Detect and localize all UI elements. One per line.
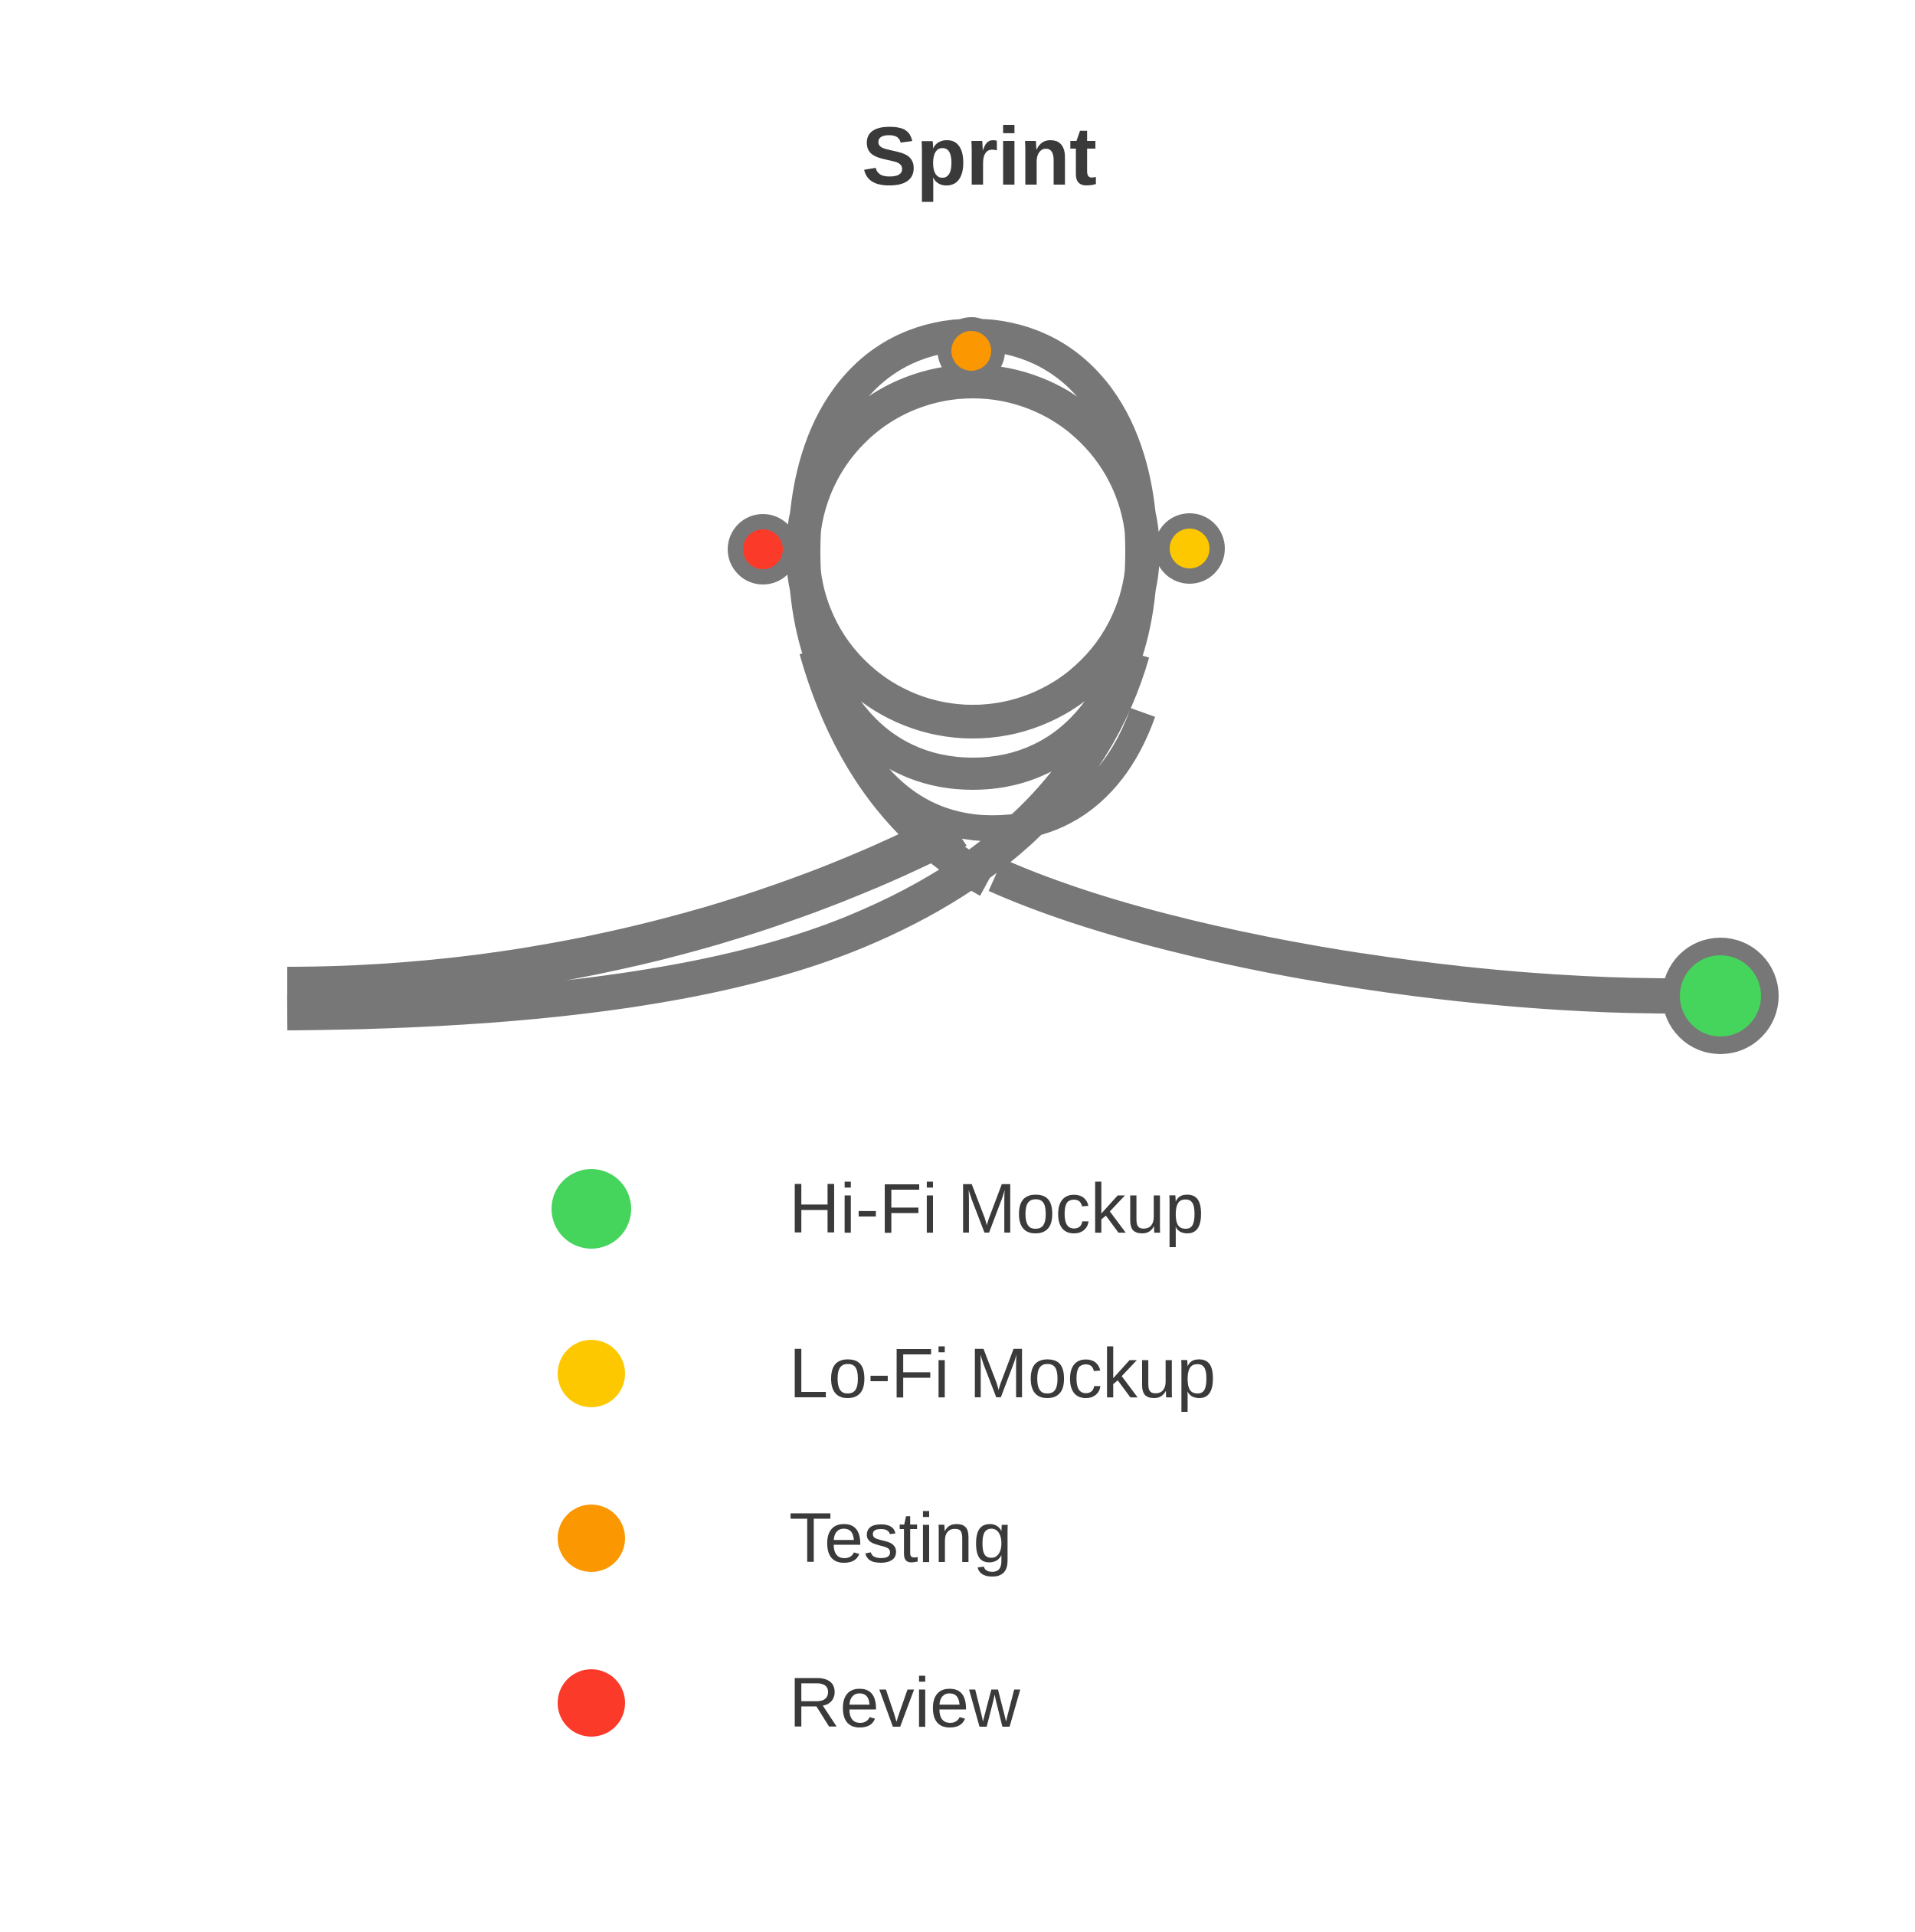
right-run-stroke — [988, 858, 1671, 1013]
loop-circle-stroke — [786, 365, 1160, 738]
loop-descend-right — [286, 647, 1150, 1030]
yellow-dot-icon — [558, 1339, 625, 1407]
node-dot-testing — [951, 331, 991, 371]
legend-label-hifi-mockup: Hi-Fi Mockup — [789, 1169, 1204, 1248]
loop-descend-left — [799, 645, 997, 896]
page-title-text: Sprint — [862, 110, 1097, 202]
legend-swatch-wrap — [552, 1668, 705, 1737]
red-dot-icon — [558, 1668, 625, 1737]
node-dot-review — [743, 529, 783, 569]
legend-item-hifi-mockup[interactable]: Hi-Fi Mockup — [552, 1126, 1624, 1291]
green-dot-icon — [552, 1168, 631, 1249]
legend-label-testing: Testing — [789, 1498, 1013, 1577]
page-title: Sprint — [0, 115, 1915, 198]
legend-swatch-wrap — [552, 1168, 705, 1249]
node-halo-testing — [938, 317, 1005, 385]
legend-item-testing[interactable]: Testing — [552, 1456, 1624, 1620]
node-halo-lofi — [1154, 513, 1225, 584]
node-halo-hifi — [1662, 938, 1779, 1054]
legend-item-lofi-mockup[interactable]: Lo-Fi Mockup — [552, 1291, 1624, 1456]
legend-label-review: Review — [789, 1663, 1020, 1742]
loop-path-group — [286, 317, 1779, 1054]
node-dot-lofi — [1170, 529, 1210, 568]
legend-swatch-wrap — [552, 1504, 705, 1572]
orange-dot-icon — [558, 1504, 625, 1572]
milestone-legend: Hi-Fi Mockup Lo-Fi Mockup Testing Review — [552, 1126, 1624, 1785]
main-loop-stroke — [787, 318, 1158, 791]
left-tail-stroke — [287, 812, 967, 1005]
node-dot-hifi — [1680, 955, 1761, 1036]
node-halo-review — [728, 514, 798, 585]
legend-label-lofi-mockup: Lo-Fi Mockup — [789, 1334, 1216, 1413]
inner-smile-arc — [823, 698, 1156, 842]
legend-item-review[interactable]: Review — [552, 1620, 1624, 1785]
legend-swatch-wrap — [552, 1339, 705, 1407]
